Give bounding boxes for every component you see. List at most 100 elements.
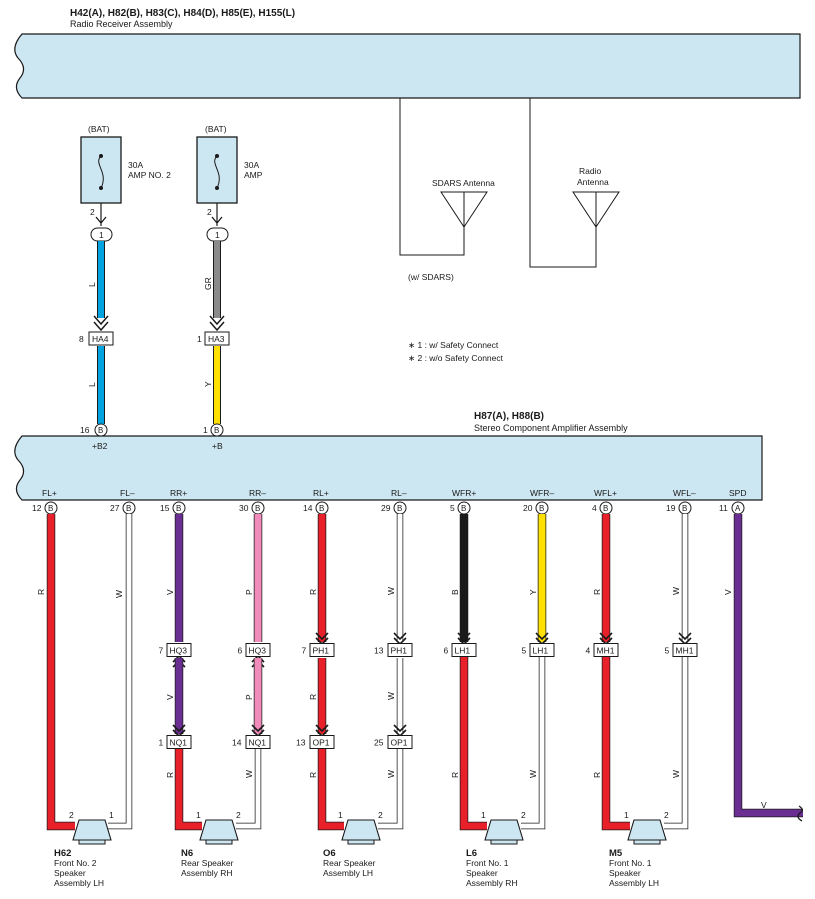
connector-box xyxy=(245,735,271,749)
wire-W xyxy=(664,657,688,829)
wire-label: Y xyxy=(528,589,538,595)
terminal-conn: B xyxy=(126,504,131,513)
terminal-pin: 14 xyxy=(303,503,313,513)
connector-pin: 1 xyxy=(197,334,202,344)
terminal-pin: 11 xyxy=(719,503,728,513)
terminal-pin: 5 xyxy=(450,503,455,513)
radio-code: H42(A), H82(B), H83(C), H84(D), H85(E), … xyxy=(70,8,295,19)
wire-R xyxy=(460,657,487,830)
terminal-conn: B xyxy=(176,504,181,513)
speaker-pin: 2 xyxy=(236,810,241,820)
sdars-antenna-label: SDARS Antenna xyxy=(432,178,495,188)
wire-W xyxy=(108,514,132,829)
speaker-code: M5 xyxy=(609,848,623,859)
amp-code: H87(A), H88(B) xyxy=(474,411,544,422)
fuse-rating: 30A xyxy=(244,160,259,170)
terminal-conn: B xyxy=(682,504,687,513)
speaker-base xyxy=(78,839,106,845)
wire-label: V xyxy=(723,589,733,595)
wire-label: R xyxy=(592,589,602,595)
wire-label: W xyxy=(386,692,396,700)
amp-name: Stereo Component Amplifier Assembly xyxy=(474,423,628,433)
speaker-icon xyxy=(484,819,524,841)
connector-label: OP1 xyxy=(313,738,330,748)
wire-label: W xyxy=(671,770,681,778)
terminal-pin: 20 xyxy=(523,503,533,513)
speaker-label: Assembly LH xyxy=(54,878,104,888)
connector-label: LH1 xyxy=(455,646,471,656)
wire-label: V xyxy=(165,694,175,700)
wire-outline xyxy=(601,657,630,831)
fuse-term: 1 xyxy=(215,230,220,240)
connector-pin: 25 xyxy=(374,738,384,748)
svg-text:+B2: +B2 xyxy=(92,441,108,451)
terminal-label: WFL+ xyxy=(594,488,617,498)
terminal-conn: B xyxy=(539,504,544,513)
fuse-source: (BAT) xyxy=(88,124,110,134)
connector-box xyxy=(166,735,192,749)
connector-label: HA3 xyxy=(208,334,225,344)
wire-outline xyxy=(46,514,75,831)
connector-pin: 6 xyxy=(444,646,449,656)
wire-label: Y xyxy=(203,381,213,387)
terminal-pin: 12 xyxy=(32,503,42,513)
output-wiring: FL+B12FL–B27RR+B15RR–B30RL+B14RL–B29WFR+… xyxy=(32,488,803,888)
speaker-label: Assembly RH xyxy=(181,868,232,878)
fuse-rating: 30A xyxy=(128,160,143,170)
wire-W xyxy=(521,657,545,829)
connector-box xyxy=(387,735,413,749)
speaker-pin: 2 xyxy=(69,810,74,820)
wire-l xyxy=(93,241,109,424)
terminal-label: WFL– xyxy=(673,488,696,498)
svg-text:+B: +B xyxy=(212,441,223,451)
sdars-note: (w/ SDARS) xyxy=(408,272,454,282)
connector-pin: 5 xyxy=(665,646,670,656)
terminal-label: FL+ xyxy=(42,488,57,498)
connector-box xyxy=(166,643,192,657)
wire-label: GR xyxy=(203,277,213,290)
connector-pin: 4 xyxy=(586,646,591,656)
speaker-label: Speaker xyxy=(609,868,641,878)
wire-label: B xyxy=(450,589,460,595)
terminal-label: FL– xyxy=(120,488,135,498)
radio-antenna-label-2: Antenna xyxy=(577,177,609,187)
fuse-name: AMP NO. 2 xyxy=(128,170,171,180)
wire-label: L xyxy=(87,282,97,287)
wire-label: R xyxy=(450,772,460,778)
speaker-pin: 2 xyxy=(521,810,526,820)
wire-label: P xyxy=(244,589,254,595)
terminal-pin: 15 xyxy=(160,503,170,513)
speaker-icon xyxy=(627,819,667,841)
wire-label: W xyxy=(244,770,254,778)
note-2: ∗ 2 : w/o Safety Connect xyxy=(408,353,504,363)
speaker-code: N6 xyxy=(181,848,193,859)
wire-R xyxy=(47,514,75,830)
speaker-pin: 1 xyxy=(196,810,201,820)
connector-pin: 6 xyxy=(238,646,243,656)
svg-text:B: B xyxy=(214,426,219,435)
connector-pin: 14 xyxy=(232,738,242,748)
connector-label: LH1 xyxy=(533,646,549,656)
wire-label: W xyxy=(386,587,396,595)
wire-outline xyxy=(521,657,546,830)
wire-R xyxy=(602,657,630,830)
radio-antenna-label-1: Radio xyxy=(579,166,601,176)
terminal-pin: 30 xyxy=(239,503,249,513)
speaker-label: Assembly LH xyxy=(609,878,659,888)
speaker-base xyxy=(633,839,661,845)
terminal-conn: B xyxy=(319,504,324,513)
connector-box xyxy=(245,643,271,657)
connector-box xyxy=(529,643,555,657)
wire-label: W xyxy=(114,590,124,598)
terminal-conn: B xyxy=(397,504,402,513)
speaker-base xyxy=(347,839,375,845)
wire-R xyxy=(175,749,202,830)
radio-receiver-box xyxy=(14,33,801,99)
connector-box xyxy=(451,643,477,657)
fuse-amp-no2: (BAT) 30A AMP NO. 2 2 1 xyxy=(80,124,171,242)
wire-label: R xyxy=(165,772,175,778)
note-1: ∗ 1 : w/ Safety Connect xyxy=(408,340,499,350)
terminal-pin: 19 xyxy=(666,503,676,513)
svg-text:16: 16 xyxy=(80,425,90,435)
